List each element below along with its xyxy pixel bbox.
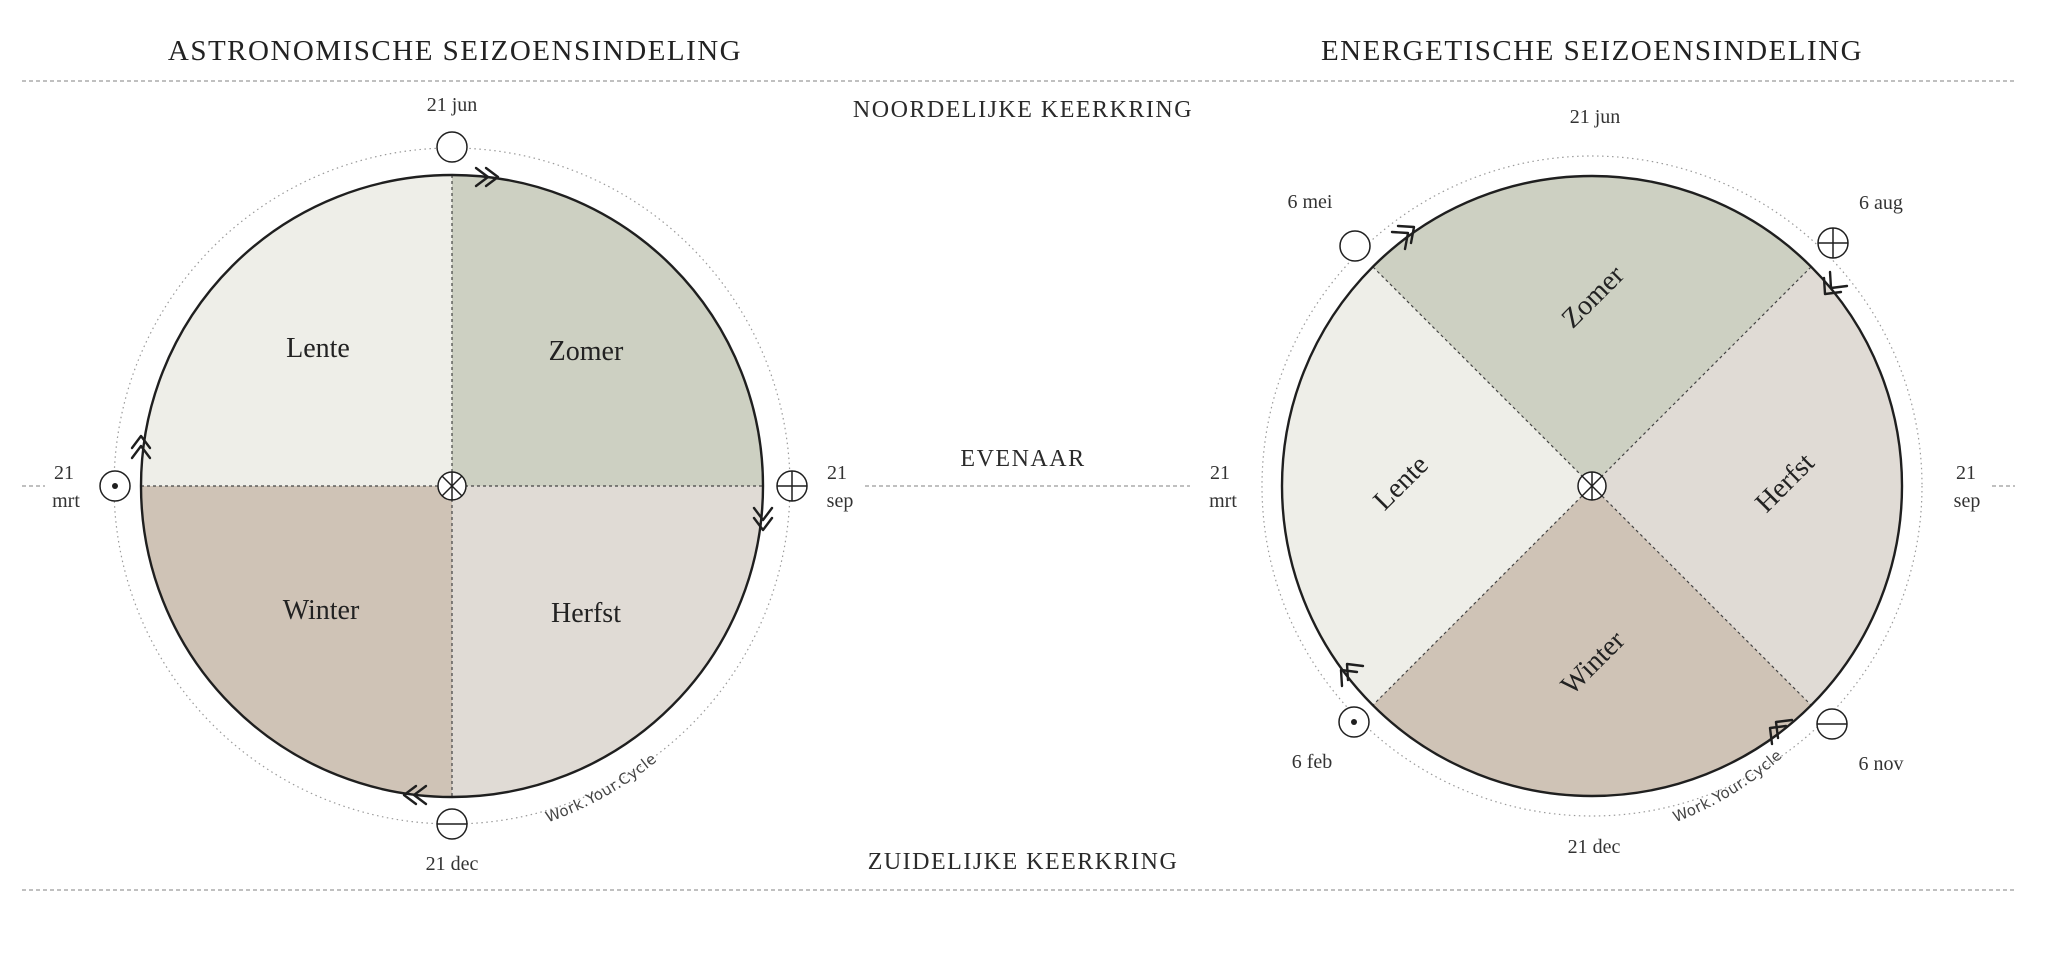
arrow-summer-icon: [1390, 230, 1410, 251]
arrow-winter-icon: [412, 784, 428, 806]
circle-minus-icon: [436, 808, 468, 840]
arrow-spring-icon: [130, 444, 152, 460]
date-label-right-day: 21: [1956, 462, 1976, 484]
summer-quadrant: [1373, 176, 1811, 486]
arrow-summer-icon: [474, 166, 490, 188]
circle-minus-icon: [1816, 708, 1848, 740]
summer-quadrant: [452, 175, 763, 486]
season-label-summer: Zomer: [549, 336, 624, 367]
date-label-left-month: mrt: [1209, 490, 1237, 512]
autumn-quadrant: [452, 486, 763, 797]
date-label-top-right: 6 aug: [1859, 192, 1903, 214]
south-tropic-label: ZUIDELIJKE KEERKRING: [868, 849, 1179, 875]
spring-quadrant: [1282, 267, 1592, 705]
winter-quadrant: [1373, 486, 1811, 796]
arrow-spring-icon: [1339, 668, 1359, 688]
season-label-winter: Winter: [283, 595, 360, 626]
winter-quadrant: [141, 486, 452, 797]
equator-label: EVENAAR: [960, 446, 1085, 472]
spring-quadrant: [141, 175, 452, 486]
autumn-quadrant: [1592, 267, 1902, 705]
diagonal-divider-b: [1372, 266, 1812, 706]
empty-circle-icon: [1339, 230, 1371, 262]
date-label-bottom: 21 dec: [426, 853, 479, 875]
season-label-autumn: Herfst: [551, 598, 621, 629]
circle-plus-icon: [1817, 227, 1849, 259]
left-title: ASTRONOMISCHE SEIZOENSINDELING: [168, 35, 742, 67]
season-label-spring: Lente: [286, 333, 350, 364]
right-title: ENERGETISCHE SEIZOENSINDELING: [1321, 35, 1863, 67]
date-label-left-day: 21: [1210, 462, 1230, 484]
arrow-autumn-icon: [752, 506, 774, 522]
date-label-bottom-left: 6 feb: [1292, 751, 1333, 773]
date-label-right-day: 21: [827, 462, 847, 484]
date-label-left-month: mrt: [52, 490, 80, 512]
date-label-right-month: sep: [1954, 490, 1981, 512]
wheel-center-icon: [437, 471, 467, 501]
circle-dot-icon: [99, 470, 131, 502]
empty-circle-icon: [436, 131, 468, 163]
circle-plus-icon: [776, 470, 808, 502]
arrow-winter-icon: [1774, 718, 1794, 740]
north-tropic-label: NOORDELIJKE KEERKRING: [853, 97, 1193, 123]
diagonal-divider-a: [1372, 266, 1812, 706]
circle-dot-icon: [1338, 706, 1370, 738]
date-label-bottom: 21 dec: [1568, 836, 1621, 858]
energetic-wheel: Zomer Lente Herfst Winter 21 jun 6 mei 6…: [1209, 106, 1980, 858]
date-label-bottom-right: 6 nov: [1859, 753, 1904, 775]
date-label-top: 21 jun: [427, 94, 478, 116]
astronomical-wheel: Lente Zomer Herfst Winter 21 jun 21 sep …: [52, 94, 853, 875]
outer-dotted-ring: [1261, 155, 1923, 817]
date-label-top: 21 jun: [1570, 106, 1621, 128]
wheel-outline: [1280, 174, 1904, 798]
date-label-top-left: 6 mei: [1288, 191, 1333, 213]
arrow-autumn-icon: [1828, 270, 1849, 290]
wheel-center-icon: [1577, 471, 1607, 501]
date-label-left-day: 21: [54, 462, 74, 484]
date-label-right-month: sep: [827, 490, 854, 512]
wheel-outline: [139, 173, 765, 799]
